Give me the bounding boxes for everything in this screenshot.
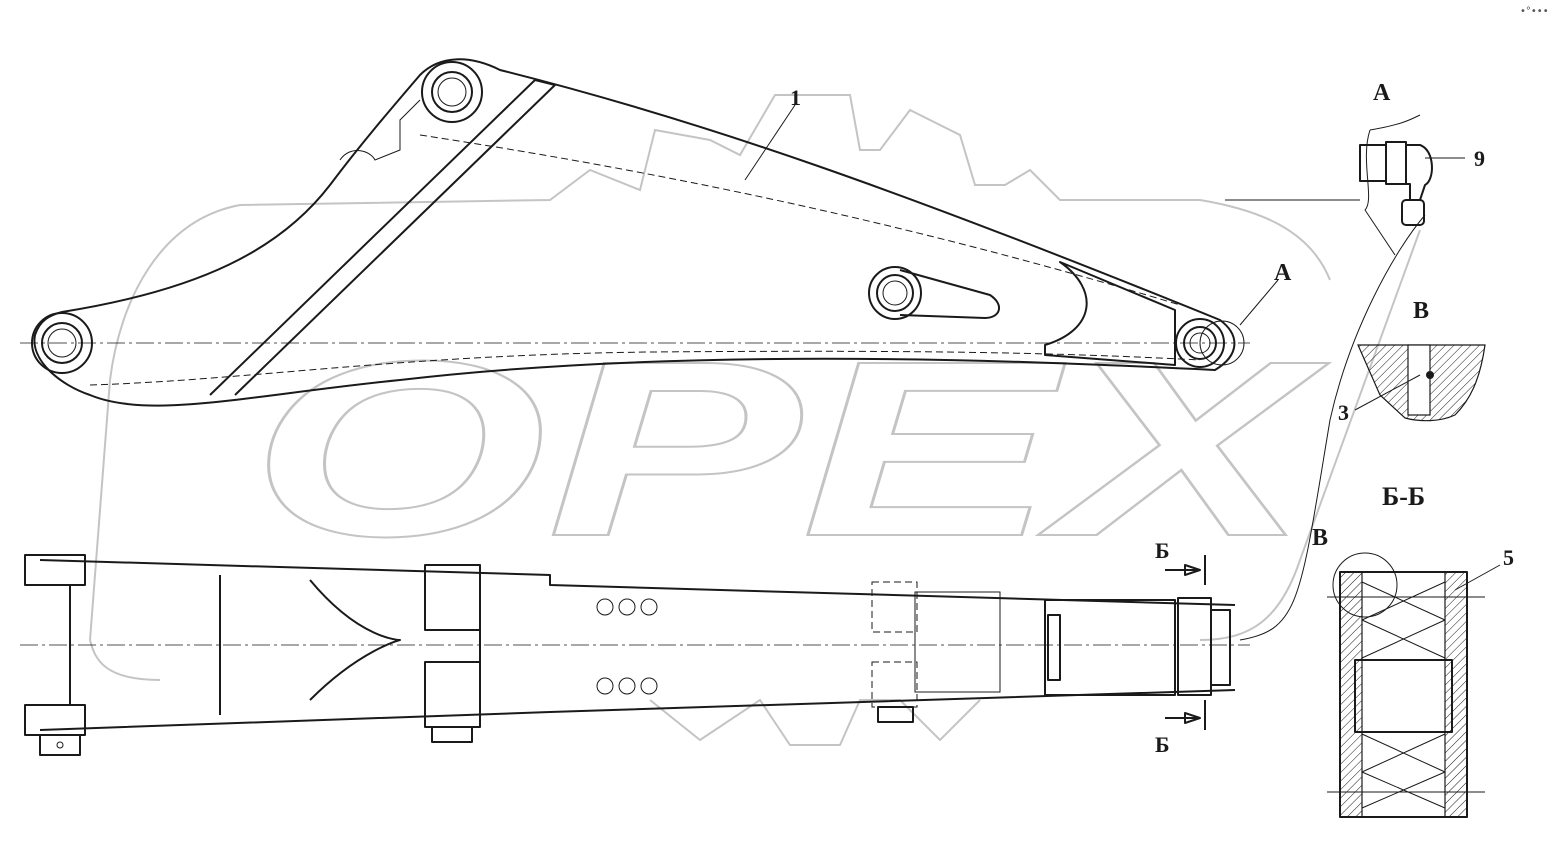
callout-circle-v [1332,552,1398,618]
leader-view-a [1239,279,1279,326]
plan-chain-link [1047,614,1061,681]
label-view-v-title: В [1413,298,1429,324]
roller-bearings [1361,581,1446,809]
detail-view-v: В 3 [1338,298,1486,425]
label-part-3: 3 [1338,400,1349,425]
plan-end-pin [1177,597,1212,696]
pin-core [1354,659,1453,733]
label-section-title: Б-Б [1382,482,1425,511]
leader-part-5 [1454,564,1501,591]
pin-boss-top [421,61,483,123]
boom-inner-dashed [89,134,1201,386]
label-section-bottom: Б [1155,732,1170,757]
label-view-a-detail: А [1373,80,1391,106]
bush-outer [1339,571,1468,818]
section-b-b: Б-Б В 5 [1312,482,1514,818]
plan-top-pin-upper [424,564,481,631]
label-part-1: 1 [790,85,801,110]
plan-top-pin-bushing [431,726,473,743]
detail-view-a: А 9 [1359,80,1485,256]
plan-outline-bottom [39,689,1236,731]
watermark: OPEX [88,94,1421,746]
watermark-text: OPEX [250,309,1330,588]
plan-mid-stiffener [914,591,1001,693]
boom-side-view: 1 А [20,58,1426,641]
leader-part-1 [744,104,796,181]
pin-boss-left [31,312,93,374]
plan-mid-lug-bushing [877,706,914,723]
boom-top-bracket [339,99,421,161]
plan-left-pin-bushing [39,734,81,756]
grease-fitting-elbow [1405,144,1433,201]
grease-nipple [1401,199,1425,226]
pin-boss-middle [868,266,922,320]
section-arrow-top [1165,564,1201,576]
plan-left-pin-top [24,554,86,586]
bush-wall-left [1339,571,1363,818]
grease-fitting-body [1359,144,1387,182]
label-view-v-callout: В [1312,525,1328,551]
pin-boss-right [1175,318,1245,368]
cylinder-lug [899,269,1000,319]
plan-top-pin-lower [424,661,481,728]
boom-plan-view: Б Б [20,538,1250,757]
plan-mid-lug-upper [871,581,918,633]
plan-holes [596,598,658,695]
boom-outline [33,58,1236,407]
plan-left-pin-bottom [24,704,86,736]
watermark-gear-outline [88,94,1421,746]
label-part-5: 5 [1503,545,1514,570]
label-view-a-main: А [1274,260,1292,286]
section-arrow-bottom [1165,712,1201,724]
bush-wall-right [1444,571,1468,818]
label-section-top: Б [1155,538,1170,563]
grease-fitting-nut [1385,141,1407,185]
plan-outline-top [39,559,1236,606]
corner-mark: •°••• [1520,6,1549,17]
seal-ring-section [1426,371,1434,379]
end-slot-cutout [1044,261,1176,366]
leader-part-3 [1354,374,1421,411]
seal-ring [1407,344,1431,416]
plan-end-slot [1044,599,1176,696]
label-part-9: 9 [1474,146,1485,171]
boom-diagonal-plate [209,79,556,396]
grease-line-curve [1239,214,1426,641]
plan-left-hole [56,741,64,749]
